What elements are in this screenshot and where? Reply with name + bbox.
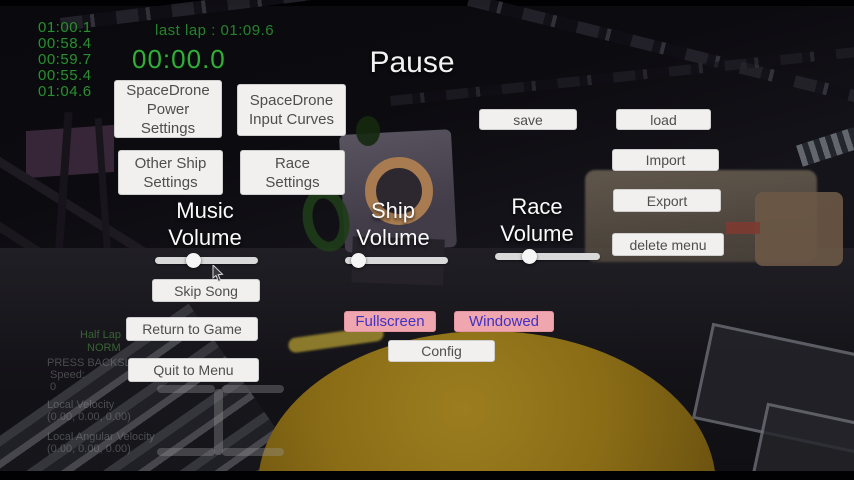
race-settings-button[interactable]: Race Settings	[240, 150, 345, 195]
current-lap-time: 00:00.0	[132, 44, 226, 74]
import-button[interactable]: Import	[612, 149, 719, 171]
bg-right-machine-red	[726, 222, 760, 234]
spacedrone-input-curves-button[interactable]: SpaceDrone Input Curves	[237, 84, 346, 136]
race-volume-slider[interactable]	[495, 249, 600, 264]
bg-right-ceiling-slats	[796, 127, 854, 167]
lap-time: 01:00.1	[38, 19, 92, 36]
hud-bar-bottom-left	[157, 448, 215, 456]
music-volume-slider[interactable]	[155, 253, 258, 268]
ship-volume-track[interactable]	[345, 257, 448, 264]
hud-bar-top-right	[222, 385, 284, 393]
ship-volume-thumb[interactable]	[351, 253, 367, 268]
lap-progress-text: Half Lap	[80, 329, 121, 341]
skip-song-button[interactable]: Skip Song	[152, 279, 260, 302]
hud-bar-top-left	[157, 385, 215, 393]
music-volume-track[interactable]	[155, 257, 258, 264]
bg-bottom-black-bar	[0, 471, 854, 480]
local-velocity-value: (0.00, 0.00, 0.00)	[47, 411, 131, 423]
config-button[interactable]: Config	[388, 340, 495, 362]
page-title: Pause	[369, 46, 455, 79]
lap-time: 00:58.4	[38, 35, 92, 52]
local-angular-velocity-label: Local Angular Velocity	[47, 431, 155, 443]
ship-volume-label: Ship Volume	[356, 198, 430, 250]
spacedrone-power-settings-button[interactable]: SpaceDrone Power Settings	[114, 80, 222, 138]
bg-green-blob	[356, 116, 380, 146]
ship-volume-slider[interactable]	[345, 253, 448, 268]
delete-menu-button[interactable]: delete menu	[612, 233, 724, 256]
fullscreen-button[interactable]: Fullscreen	[344, 311, 436, 332]
music-volume-thumb[interactable]	[186, 253, 202, 268]
lap-times-list: 01:00.1 00:58.4 00:59.7 00:55.4 01:04.6	[38, 20, 92, 100]
other-ship-settings-button[interactable]: Other Ship Settings	[118, 150, 223, 195]
bg-machine-gauge	[365, 157, 433, 225]
bg-top-black-bar	[0, 0, 854, 6]
return-to-game-button[interactable]: Return to Game	[126, 317, 258, 341]
lap-time: 00:55.4	[38, 67, 92, 84]
race-volume-thumb[interactable]	[521, 249, 537, 264]
export-button[interactable]: Export	[613, 189, 721, 212]
load-button[interactable]: load	[616, 109, 711, 130]
hud-bar-bottom-right	[222, 448, 284, 456]
speed-label: Speed:	[50, 369, 85, 381]
race-volume-label: Race Volume	[500, 194, 574, 246]
local-angular-velocity-value: (0.00, 0.00, 0.00)	[47, 443, 131, 455]
music-volume-label: Music Volume	[168, 198, 242, 250]
lap-time: 01:04.6	[38, 83, 92, 100]
mode-text: NORM	[87, 342, 121, 354]
local-velocity-label: Local Velocity	[47, 399, 115, 411]
hud-bar-vertical	[214, 389, 223, 455]
speed-value: 0	[50, 381, 57, 393]
race-volume-track[interactable]	[495, 253, 600, 260]
bg-right-machine-small	[755, 192, 843, 266]
last-lap-time: last lap : 01:09.6	[155, 22, 275, 39]
quit-to-menu-button[interactable]: Quit to Menu	[128, 358, 259, 382]
mouse-cursor	[212, 265, 224, 283]
windowed-button[interactable]: Windowed	[454, 311, 554, 332]
lap-time: 00:59.7	[38, 51, 92, 68]
save-button[interactable]: save	[479, 109, 577, 130]
